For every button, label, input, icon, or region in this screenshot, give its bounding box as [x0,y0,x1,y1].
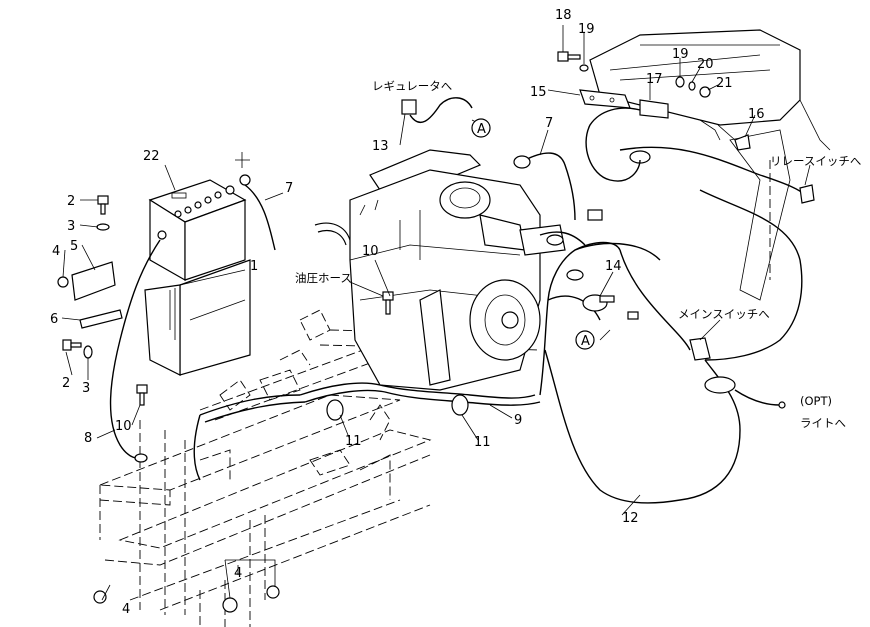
label-17: 17 [646,72,663,87]
label-12: 12 [622,511,639,526]
label-3-top: 3 [67,219,75,234]
label-7-right: 7 [545,116,553,131]
callout-hydraulic-hose: 油圧ホース [295,271,352,285]
engine [314,149,566,391]
label-1: 1 [250,259,258,274]
callout-relay-switch: リレースイッチへ [770,154,861,168]
label-11-right: 11 [474,435,491,450]
callout-opt: (OPT) [800,394,832,408]
callout-main-switch: メインスイッチへ [678,307,770,321]
label-6: 6 [50,312,58,327]
label-11-left: 11 [345,434,362,449]
label-2-bottom: 2 [62,376,70,391]
label-20: 20 [697,57,714,72]
label-5: 5 [70,239,78,254]
label-18: 18 [555,8,572,23]
reference-markers [471,118,595,350]
label-15: 15 [530,85,547,100]
label-4-bottom-right: 4 [234,566,242,581]
label-7-left: 7 [285,181,293,196]
label-10-left: 10 [115,419,132,434]
label-21: 21 [716,76,733,91]
callout-light: ライトへ [800,416,846,430]
label-14: 14 [605,259,622,274]
label-8: 8 [84,431,92,446]
ref-a-top-circle [471,118,491,138]
label-16: 16 [748,107,765,122]
label-19-left: 19 [578,22,595,37]
label-4-left: 4 [52,244,60,259]
callout-labels: レギュレータへ 油圧ホース リレースイッチへ メインスイッチへ (OPT) ライ… [295,79,861,430]
ref-a-top-letter: A [477,122,486,137]
label-2-top: 2 [67,194,75,209]
ref-a-mid-circle [575,330,595,350]
label-22: 22 [143,149,160,164]
callout-regulator: レギュレータへ [372,79,452,93]
leader-lines [61,25,811,601]
label-19-right: 19 [672,47,689,62]
label-3-bottom: 3 [82,381,90,396]
ref-a-mid-letter: A [581,334,590,349]
label-10-center: 10 [362,244,379,259]
label-9: 9 [514,413,522,428]
battery-assembly [57,152,280,613]
wiring-harness [193,97,815,504]
part-number-labels: 1 2 3 4 5 6 2 3 8 10 22 7 10 11 11 9 12 … [50,8,765,617]
label-13: 13 [372,139,389,154]
label-4-bottom-left: 4 [122,602,130,617]
